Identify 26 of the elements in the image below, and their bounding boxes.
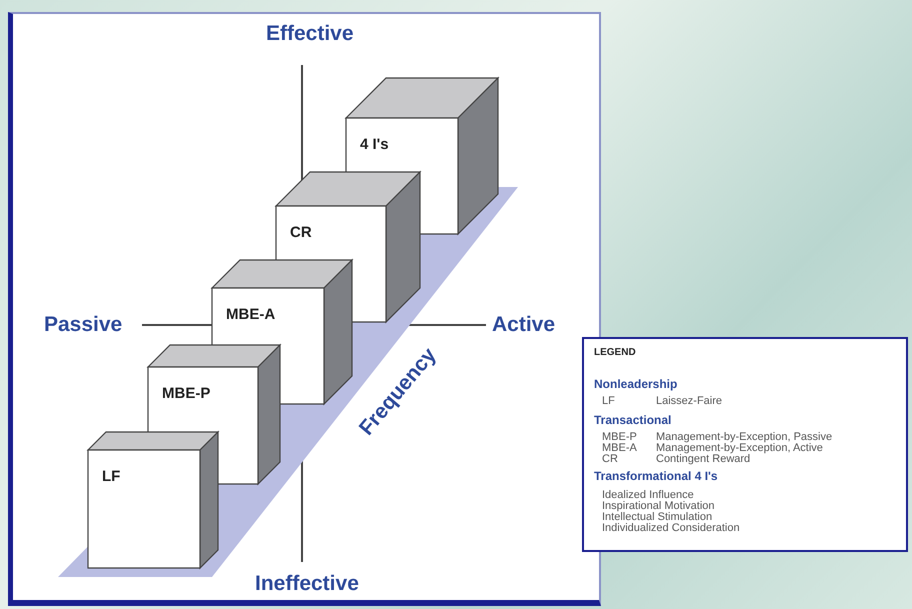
legend-abbreviation: MBE-A: [602, 442, 637, 454]
legend-item: Individualized Consideration: [602, 522, 740, 534]
axis-label: Ineffective: [255, 572, 359, 596]
legend-abbreviation: MBE-P: [602, 431, 637, 443]
axis-label: Active: [492, 313, 556, 337]
cube-label: MBE-A: [226, 306, 276, 323]
legend-panel: [582, 337, 908, 552]
legend-item: Inspirational Motivation: [602, 500, 715, 512]
legend-heading: Transactional: [594, 413, 672, 427]
axis-label: Effective: [266, 22, 354, 46]
legend-definition: Contingent Reward: [656, 453, 750, 465]
legend-abbreviation: LF: [602, 395, 615, 407]
legend-item: Intellectual Stimulation: [602, 511, 712, 523]
legend-definition: Laissez-Faire: [656, 395, 722, 407]
legend-item: Idealized Influence: [602, 489, 694, 501]
legend-heading: Nonleadership: [594, 377, 678, 391]
cube-label: LF: [102, 468, 120, 485]
cube-label: 4 I's: [360, 136, 389, 153]
legend-abbreviation: CR: [602, 453, 618, 465]
legend-definition: Management-by-Exception, Active: [656, 442, 823, 454]
axis-label: Passive: [44, 313, 122, 337]
legend-heading: Transformational 4 I's: [594, 469, 718, 483]
legend-definition: Management-by-Exception, Passive: [656, 431, 832, 443]
cube-label: MBE-P: [162, 385, 210, 402]
legend-title: LEGEND: [594, 347, 636, 358]
cube-label: CR: [290, 224, 312, 241]
